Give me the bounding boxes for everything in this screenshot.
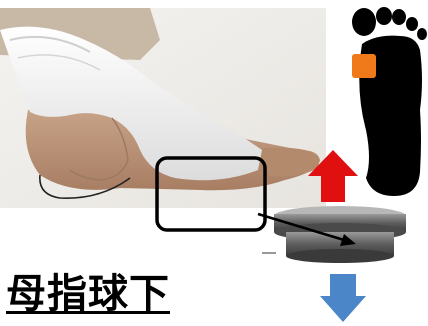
sensor-disc <box>262 206 406 263</box>
sole-marker <box>352 54 376 78</box>
foot-sole-icon <box>352 7 427 196</box>
region-label: 母指球下 <box>6 270 170 318</box>
foot-photo <box>0 8 326 208</box>
arrow-down-icon <box>320 274 366 322</box>
